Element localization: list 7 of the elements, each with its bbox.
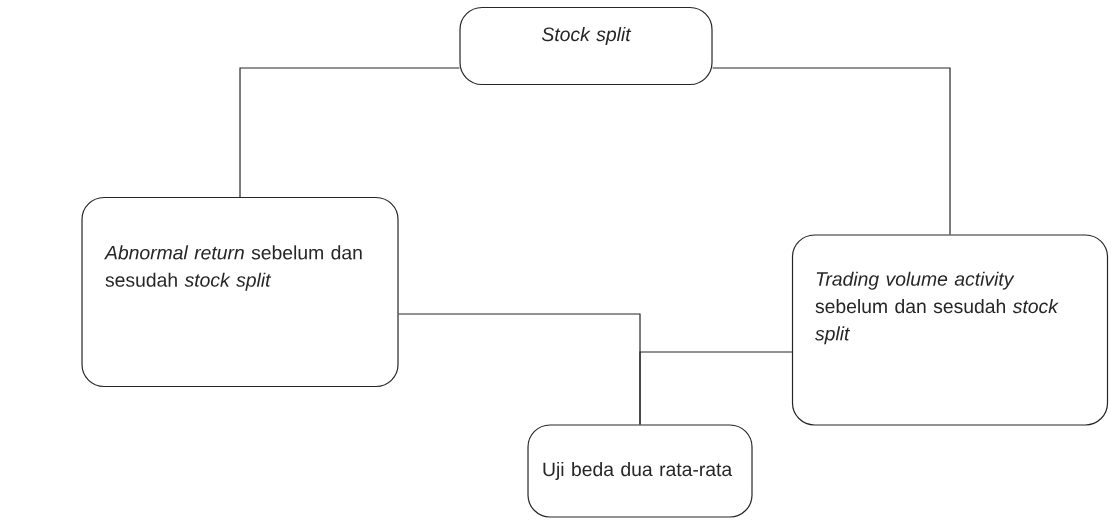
process-box: Abnormal return sebelum dan sesudah stock split [81, 196, 399, 388]
connector-line [639, 351, 793, 425]
connector-line [239, 67, 460, 198]
process-box: Trading volume activity sebelum dan sesudah stock split [791, 234, 1109, 426]
process-box: Stock split [459, 6, 713, 86]
connector-line [712, 67, 951, 235]
process-box: Uji beda dua rata-rata [527, 424, 753, 518]
